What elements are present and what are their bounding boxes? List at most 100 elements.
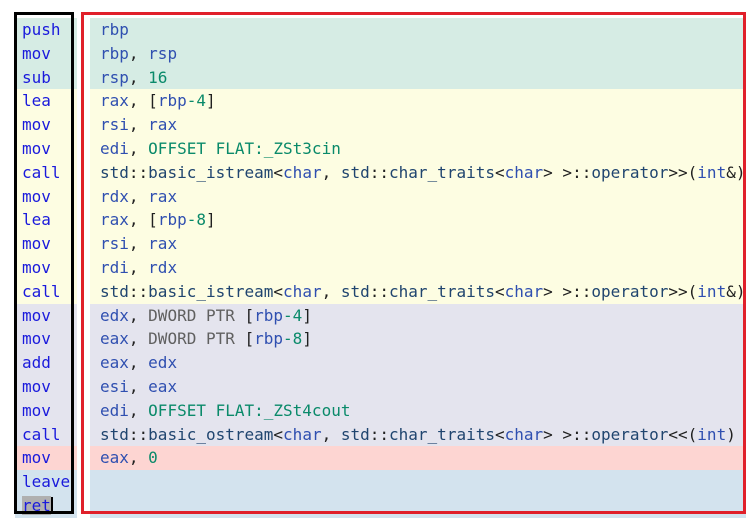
operand-token: -4	[283, 305, 303, 325]
mnemonic: ret	[22, 494, 53, 518]
operand-token: ]	[205, 91, 216, 111]
mnemonic: call	[22, 161, 61, 185]
line-body-highlight	[90, 136, 746, 161]
operand-token: edx	[100, 305, 129, 325]
code-line[interactable]: mov edi, OFFSET FLAT:_ZSt4cout	[0, 398, 750, 423]
line-body-highlight	[90, 279, 746, 304]
mnemonic: lea	[22, 89, 51, 113]
operands: rax, [rbp-4]	[100, 89, 216, 113]
mnemonic: add	[22, 351, 51, 375]
operands: edi, OFFSET FLAT:_ZSt3cin	[100, 137, 341, 161]
operand-token: char_traits	[389, 424, 495, 444]
mnemonic: mov	[22, 327, 51, 351]
operands: edx, DWORD PTR [rbp-4]	[100, 304, 312, 328]
operand-token: ,	[128, 138, 149, 158]
line-body-highlight	[90, 470, 746, 494]
operand-token: basic_istream	[148, 162, 274, 182]
operand-token: eax	[100, 329, 129, 349]
operand-token: eax	[100, 353, 129, 373]
operand-token: ::	[572, 162, 592, 182]
mnemonic: sub	[22, 66, 51, 90]
code-line[interactable]: mov edx, DWORD PTR [rbp-4]	[0, 303, 750, 328]
operand-token: ,	[128, 115, 149, 135]
operand-token: char	[283, 162, 322, 182]
operand-token: ,	[321, 162, 341, 182]
operand-token: rbp	[157, 210, 187, 230]
line-body-highlight	[90, 422, 746, 447]
code-line[interactable]: leave	[0, 470, 750, 494]
operand-token: > >	[543, 281, 573, 301]
operand-token: ,	[128, 329, 149, 349]
operand-token: ,	[128, 186, 149, 206]
line-gutter-highlight	[15, 136, 77, 161]
operand-token: <	[273, 281, 284, 301]
operand-token: OFFSET FLAT:	[148, 138, 264, 158]
line-gutter-highlight	[15, 41, 77, 66]
operand-token: rbp	[100, 43, 129, 63]
line-body-highlight	[90, 374, 746, 399]
line-body-highlight	[90, 41, 746, 66]
line-body-highlight	[90, 446, 746, 471]
line-body-highlight	[90, 208, 746, 233]
line-gutter-highlight	[15, 184, 77, 209]
operand-token: , [	[128, 210, 158, 230]
operand-token: ::	[128, 162, 149, 182]
operand-token: _ZSt4cout	[263, 400, 351, 420]
operand-token: ]	[302, 329, 312, 349]
mnemonic: mov	[22, 399, 51, 423]
operand-token: rax	[148, 186, 178, 206]
operand-token: std	[340, 424, 370, 444]
code-line[interactable]: mov rdx, rax	[0, 184, 750, 209]
operand-token: ,	[321, 424, 341, 444]
operand-token: rbp	[254, 305, 284, 325]
line-body-highlight	[90, 351, 746, 375]
operands: eax, 0	[100, 446, 158, 470]
operands: esi, eax	[100, 375, 177, 399]
mnemonic: mov	[22, 113, 51, 137]
line-gutter-highlight	[15, 351, 77, 375]
operand-token: rsi	[100, 115, 129, 135]
operand-token: rdx	[100, 186, 129, 206]
mnemonic-text: mov	[22, 43, 51, 63]
operand-token: [	[234, 305, 255, 325]
operand-token: 16	[148, 67, 168, 87]
mnemonic-text: leave	[22, 472, 71, 492]
mnemonic-column-frame	[14, 12, 74, 514]
mnemonic-text: mov	[22, 186, 51, 206]
operand-token: ::	[128, 424, 149, 444]
operand-token: char_traits	[389, 281, 495, 301]
operands: rdx, rax	[100, 185, 177, 209]
mnemonic-text: add	[22, 353, 51, 373]
operand-token: [	[234, 329, 255, 349]
operands: edi, OFFSET FLAT:_ZSt4cout	[100, 399, 350, 423]
operand-token: 0	[148, 448, 158, 468]
line-gutter-highlight	[15, 160, 77, 185]
line-gutter-highlight	[15, 470, 77, 494]
line-body-highlight	[90, 232, 746, 256]
mnemonic-text: call	[22, 281, 61, 301]
operand-token: eax	[100, 448, 129, 468]
mnemonic-text: mov	[22, 305, 51, 325]
operands: std::basic_istream<char, std::char_trait…	[100, 280, 745, 304]
code-line[interactable]: lea rax, [rbp-4]	[0, 89, 750, 114]
operand-token: ,	[128, 353, 149, 373]
operand-token: rdi	[100, 257, 129, 277]
operand-token: ::	[369, 424, 390, 444]
code-line[interactable]: call std::basic_istream<char, std::char_t…	[0, 279, 750, 304]
operand-token: rbp	[254, 329, 284, 349]
operand-token: >>(	[668, 162, 698, 182]
